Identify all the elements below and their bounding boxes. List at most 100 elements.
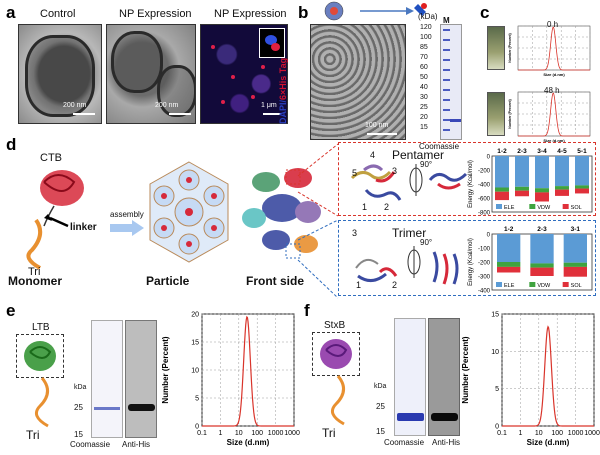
bar-sol [535, 192, 549, 202]
zoom-box-trimer [285, 243, 301, 259]
marker-band [443, 119, 450, 121]
antihis-blot-f [428, 318, 460, 436]
tri-label-f: Tri [322, 426, 336, 440]
dls-chart-48h: Size (d.nm) Number (Percent) [508, 91, 591, 143]
cell-outline [111, 31, 163, 93]
marker-band [443, 79, 450, 81]
marker-band [443, 89, 450, 91]
x-axis-label: Size (d.nm) [543, 138, 565, 143]
pentamer-rotate-label: 90° [420, 160, 433, 169]
zoom-line-pentamer [297, 191, 339, 217]
monomer-structure [26, 170, 84, 270]
kda-label-e: kDa [74, 384, 87, 391]
stxb-domain-box [312, 332, 360, 376]
legend-swatch [562, 204, 569, 209]
ctb-marker [186, 177, 192, 183]
time-48h: 48 h [544, 86, 560, 95]
bar-sol [563, 266, 587, 277]
scalebar-label: 1 μm [261, 102, 277, 109]
zoom-line-trimer [297, 259, 339, 299]
subunit-red [284, 168, 312, 188]
assembly-arrow [110, 220, 144, 236]
chain-3 [355, 258, 379, 269]
y-tick-label: 10 [191, 368, 199, 375]
dls-chart-f: 0.1110100100010000051015Size (d.nm)Numbe… [461, 312, 600, 448]
panel-b-label: b [298, 3, 309, 22]
x-tick-label: 0.1 [497, 430, 507, 437]
side-chain-red [442, 253, 449, 285]
ltb-domain-box [16, 334, 64, 378]
signal-dot [261, 65, 265, 69]
bar-ele [497, 234, 521, 262]
lane-coomassie-f: Coomassie [384, 438, 425, 447]
ctb-marker [211, 193, 217, 199]
time-0h: 0 h [547, 20, 559, 29]
side-chain-red [437, 182, 461, 190]
zoom-box-pentamer [285, 169, 301, 185]
bar-ele [555, 156, 569, 187]
scalebar-label: 200 nm [63, 102, 87, 109]
dls-curve [202, 315, 294, 427]
pentamer-structure [350, 164, 468, 201]
blot-band [431, 413, 458, 421]
linker-arrow [49, 216, 69, 228]
bar-sol [495, 191, 509, 201]
plot-frame [501, 313, 595, 427]
bar-sol [530, 267, 554, 276]
em-image-control: 200 nm [18, 24, 102, 124]
bar-ele [530, 234, 554, 264]
panel-d-label: d [6, 135, 17, 154]
y-axis-label: Number (Percent) [508, 99, 512, 128]
y-axis-label: Energy (Kcal/mol) [468, 238, 474, 286]
y-tick-label: 0 [487, 233, 491, 239]
x-tick-label: 1000 [268, 430, 284, 437]
bar-vdw [575, 185, 589, 189]
bar-vdw [563, 262, 587, 267]
inset-his [271, 43, 280, 51]
y-tick-label: 10 [491, 349, 499, 356]
marker-25-e: 25 [74, 403, 83, 412]
particle-core [330, 7, 338, 15]
pentamer-id-3: 3 [392, 166, 398, 176]
vial-0h [487, 26, 505, 70]
chain-4 [363, 164, 384, 172]
marker-band [443, 49, 450, 51]
marker-100: 100 [420, 34, 432, 41]
side-chain [432, 251, 439, 283]
panel-c-label: c [480, 3, 490, 22]
signal-dot [211, 45, 215, 49]
ctb-strand [43, 174, 76, 192]
panel-f-label: f [304, 301, 310, 320]
pentamer-id-5: 5 [352, 168, 358, 178]
bar-ele [515, 156, 529, 187]
marker-band [443, 39, 450, 41]
y-axis-label: Energy (Kcal/mol) [468, 160, 474, 208]
ltb-domain [24, 341, 56, 371]
subunit-green [252, 172, 280, 192]
legend-label: VDW [537, 283, 551, 289]
ltb-label: LTB [32, 322, 50, 333]
x-tick-label: 10 [535, 430, 543, 437]
tri-helix [26, 218, 43, 270]
category-label: 3-1 [571, 226, 581, 233]
marker-50: 50 [420, 74, 428, 81]
legend-label: SOL [571, 205, 582, 211]
y-tick-label: -800 [478, 211, 491, 217]
caption-front-side: Front side [246, 274, 305, 288]
pentamer-box [338, 142, 596, 216]
stain-dapi: DAPI [278, 102, 288, 124]
legend-label: ELE [504, 283, 515, 289]
tube-icon [414, 4, 426, 16]
kda-label-f: kDa [374, 383, 387, 390]
y-tick-label: 0 [487, 155, 491, 161]
marker-band [443, 129, 450, 131]
bar-ele [535, 156, 549, 189]
ctb-marker [161, 193, 167, 199]
zoom-line-pentamer [297, 143, 339, 177]
chain-2 [378, 267, 398, 277]
marker-15-e: 15 [74, 430, 83, 439]
linker-label: linker [70, 222, 97, 233]
dls-curve [502, 325, 594, 427]
coomassie-gel-f [394, 318, 426, 436]
